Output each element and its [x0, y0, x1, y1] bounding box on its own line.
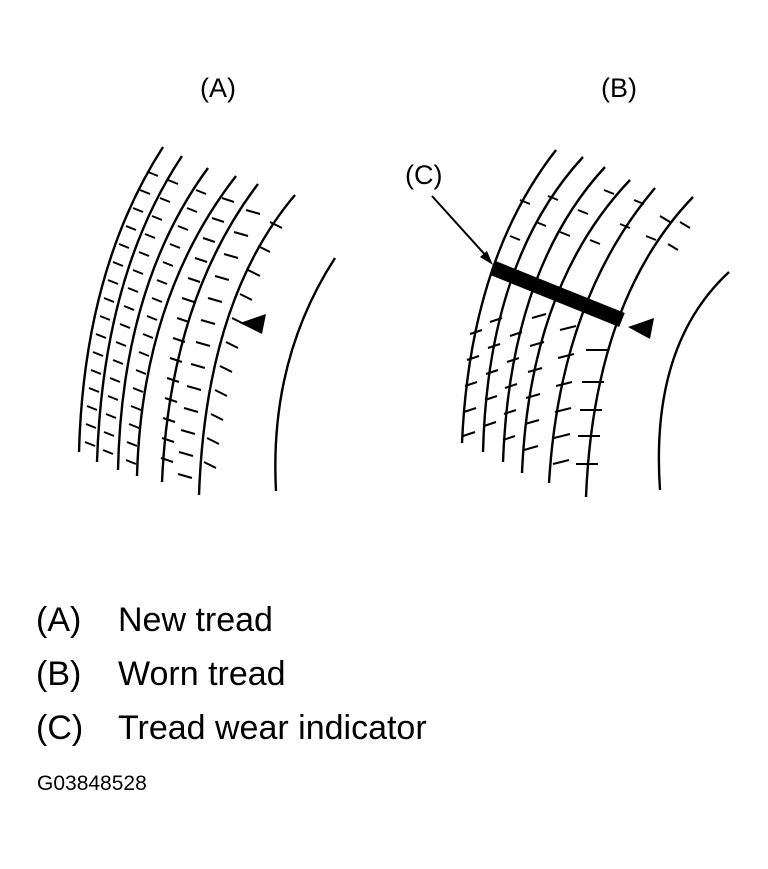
tread-rib-line: [547, 187, 656, 484]
tread-wear-diagram: [77, 146, 730, 498]
tread-rib-line: [135, 175, 237, 477]
tread-rib-line: [160, 183, 259, 483]
tread-rib-line: [197, 194, 296, 496]
legend-row: (A) New tread: [36, 603, 273, 637]
legend-text: New tread: [118, 601, 273, 639]
panel-label-a: (A): [200, 73, 236, 103]
new-tread-illustration: [77, 146, 337, 496]
legend-key: (B): [36, 655, 82, 693]
legend-row: (C) Tread wear indicator: [36, 711, 427, 745]
legend-text: Worn tread: [118, 655, 286, 693]
callout-label-c: (C): [405, 160, 443, 190]
callout-leader-line: [431, 195, 489, 259]
wear-indicator-arrow: [628, 318, 654, 339]
tread-rib-line: [520, 179, 631, 474]
figure-id: G03848528: [37, 772, 147, 795]
callout-arrowhead: [480, 251, 493, 265]
tread-rib-line: [95, 155, 183, 463]
legend-key: (A): [36, 601, 82, 639]
legend-row: (B) Worn tread: [36, 657, 286, 691]
tread-rib-line: [77, 146, 165, 453]
panel-label-b: (B): [601, 73, 637, 103]
legend-key: (C): [36, 709, 84, 747]
tread-wear-indicator-bar: [490, 261, 625, 327]
tread-rib-line: [460, 149, 557, 444]
wear-indicator-arrow: [240, 314, 266, 334]
tread-rib-line: [116, 167, 209, 471]
worn-tread-illustration: [431, 149, 730, 498]
tread-sipes: [84, 171, 283, 479]
tread-sipes: [462, 189, 691, 465]
legend-text: Tread wear indicator: [118, 709, 427, 747]
tire-sidewall-line: [274, 257, 337, 492]
tire-sidewall-line: [657, 271, 730, 491]
